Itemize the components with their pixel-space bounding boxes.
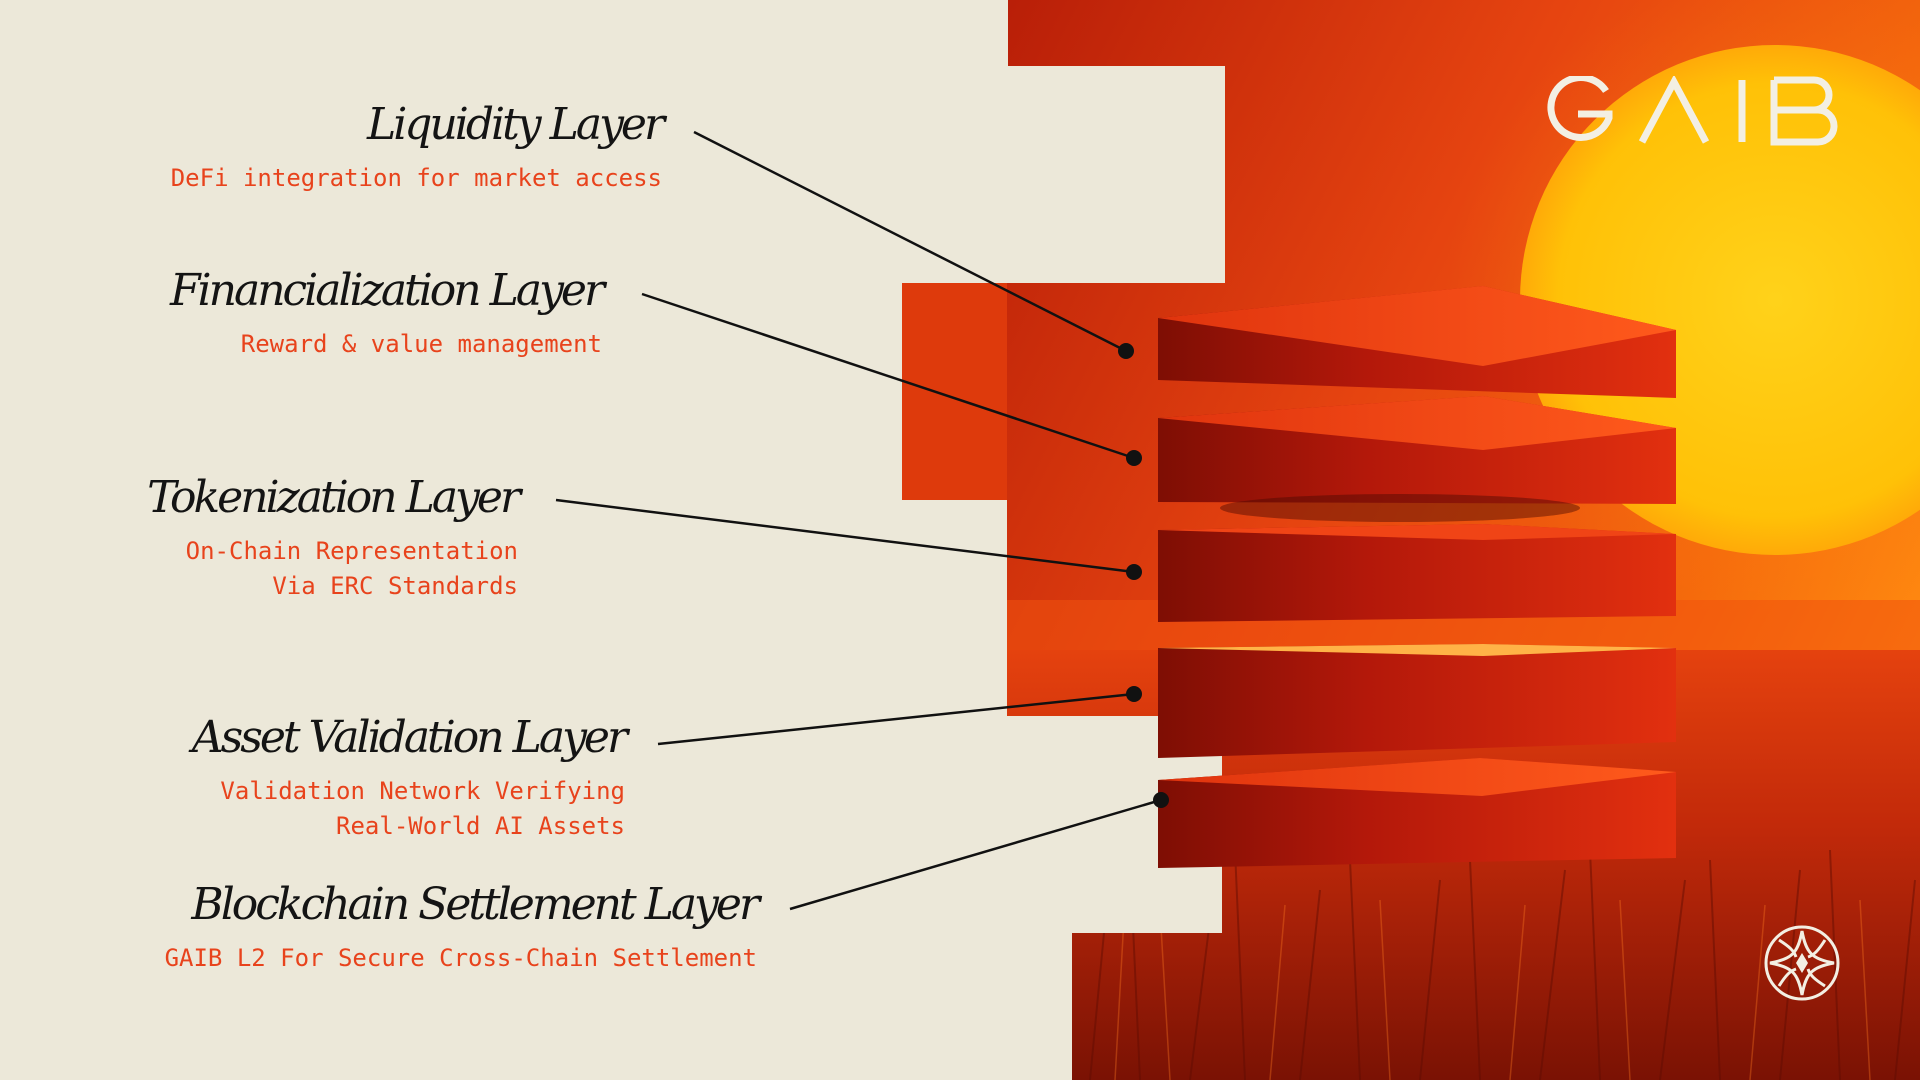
grass-strokes [1089, 849, 1916, 1080]
dot-tokenization [1126, 564, 1142, 580]
layer-asset-validation: Asset Validation Layer Validation Networ… [100, 712, 628, 843]
dot-financialization [1126, 450, 1142, 466]
slab-top [1158, 286, 1676, 398]
dot-liquidity [1118, 343, 1134, 359]
slab-stack [1158, 286, 1676, 868]
layer-title: Blockchain Settlement Layer [191, 879, 760, 930]
slab-4 [1158, 644, 1676, 758]
layer-liquidity: Liquidity Layer DeFi integration for mar… [100, 99, 665, 230]
connector-blockchain-settlement [789, 798, 1162, 911]
gaib-logo [1547, 76, 1838, 146]
connector-liquidity [693, 130, 1127, 353]
layer-description: Reward & value management [240, 330, 602, 358]
dot-asset-validation [1126, 686, 1142, 702]
dot-blockchain-settlement [1153, 792, 1169, 808]
cream-cutout [0, 0, 1225, 1080]
slab-3 [1158, 524, 1676, 622]
layer-title: Liquidity Layer [366, 99, 665, 150]
layer-description: On-Chain Representation Via ERC Standard… [185, 537, 518, 600]
layer-description: Validation Network Verifying Real-World … [220, 777, 625, 840]
layer-title: Tokenization Layer [147, 472, 521, 523]
layer-title: Financialization Layer [170, 265, 605, 316]
slab-bottom [1158, 758, 1676, 868]
connector-asset-validation [657, 692, 1135, 746]
layer-tokenization: Tokenization Layer On-Chain Representati… [100, 472, 521, 603]
gaib-star-emblem-icon [1764, 925, 1840, 1001]
connector-lines [555, 130, 1162, 911]
connector-dots [1118, 343, 1169, 808]
layer-blockchain-settlement: Blockchain Settlement Layer GAIB L2 For … [100, 879, 760, 1010]
layer-title: Asset Validation Layer [191, 712, 628, 763]
orange-notch [902, 283, 1007, 500]
layer-description: GAIB L2 For Secure Cross-Chain Settlemen… [164, 944, 757, 972]
layer-description: DeFi integration for market access [170, 164, 662, 192]
slab-2 [1158, 396, 1676, 522]
layer-financialization: Financialization Layer Reward & value ma… [100, 265, 605, 396]
connector-financialization [641, 292, 1135, 460]
connector-tokenization [555, 498, 1135, 574]
